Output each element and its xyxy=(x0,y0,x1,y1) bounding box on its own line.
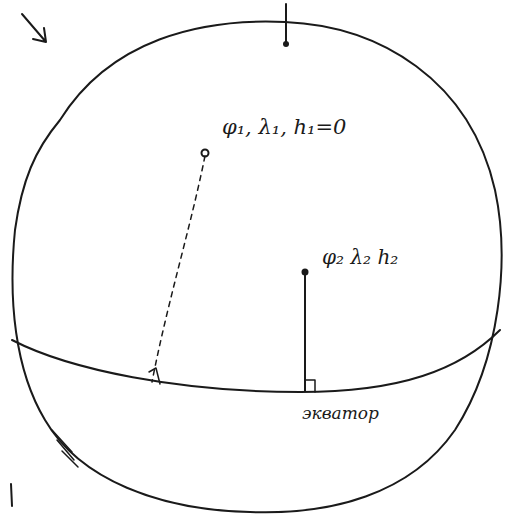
normal-line xyxy=(304,274,306,391)
point-two xyxy=(302,269,309,276)
equator-line xyxy=(12,330,500,392)
direction-arrow xyxy=(22,14,46,42)
pole-tick xyxy=(285,4,287,42)
dashed-normal xyxy=(152,156,205,382)
sphere-outline xyxy=(13,22,502,513)
shading-strokes xyxy=(52,430,78,467)
pole-dot xyxy=(283,41,289,47)
coordinate-label: экватор xyxy=(302,404,379,423)
right-angle-mark xyxy=(305,380,315,392)
margin-mark xyxy=(11,484,12,506)
point-one xyxy=(202,150,209,157)
right-angle-mark xyxy=(149,368,160,384)
coordinate-label: φ₁, λ₁, h₁=0 xyxy=(222,116,346,139)
coordinate-label: φ₂ λ₂ h₂ xyxy=(322,246,398,268)
